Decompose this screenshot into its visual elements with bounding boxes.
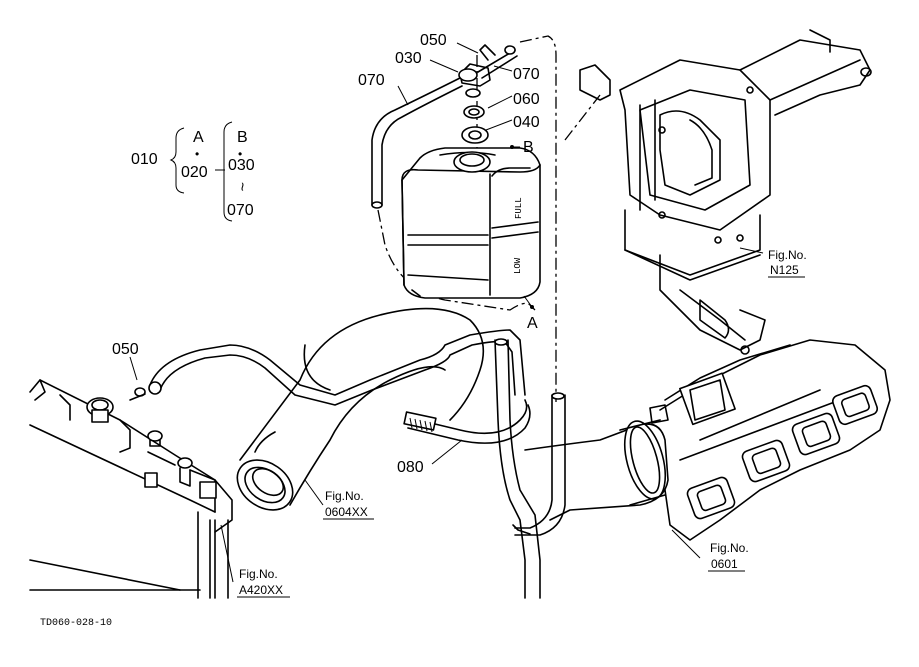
legend-tilde: ~ — [233, 182, 250, 191]
tank-full-mark: FULL — [514, 197, 524, 219]
ref-0601-fig: Fig.No. — [710, 541, 749, 555]
centerline-b — [564, 94, 601, 141]
leader-dot-b — [510, 145, 514, 149]
overflow-hose-cap — [371, 77, 463, 209]
leader-dot-a — [530, 305, 534, 309]
ref-0601-num: 0601 — [711, 557, 738, 571]
exhaust-manifold — [649, 339, 891, 541]
tank-low-mark: LOW — [513, 257, 523, 274]
hose-band — [403, 399, 531, 444]
ref-n125-num: N125 — [770, 263, 799, 277]
callout-070-right: 070 — [513, 66, 540, 83]
callout-b-tank: B — [523, 139, 534, 156]
assembly-legend: 010 A • 020 B • 030 ~ 070 — [131, 121, 255, 222]
callouts: 050 030 070 070 060 040 B A 050 080 — [112, 32, 540, 476]
legend-b: B — [237, 129, 248, 146]
figure-references: Fig.No. N125 Fig.No. 0604XX Fig.No. 0601… — [237, 248, 807, 598]
legend-030: 030 — [228, 157, 255, 174]
legend-070: 070 — [227, 202, 254, 219]
legend-010: 010 — [131, 151, 158, 168]
ref-a420-num: A420XX — [239, 583, 283, 597]
legend-a: A — [193, 129, 204, 146]
legend-dot-1: • — [195, 147, 199, 161]
ref-0604-fig: Fig.No. — [325, 489, 364, 503]
ref-0604-num: 0604XX — [325, 505, 368, 519]
centerline-a — [377, 209, 536, 311]
radiator — [29, 379, 233, 599]
callout-040: 040 — [513, 114, 540, 131]
radiator-hose — [236, 307, 485, 511]
callout-070-left: 070 — [358, 72, 385, 89]
leader-lines — [129, 42, 764, 583]
callout-060: 060 — [513, 91, 540, 108]
callout-050-top: 050 — [420, 32, 447, 49]
ref-a420-fig: Fig.No. — [239, 567, 278, 581]
bracket — [579, 29, 872, 355]
water-outlet-pipe — [524, 419, 669, 521]
tank-cap-stack — [458, 44, 518, 144]
callout-a-tank: A — [527, 315, 538, 332]
centerline-hose-top — [519, 35, 557, 402]
exhaust-port — [686, 384, 879, 520]
legend-020: 020 — [181, 164, 208, 181]
reserve-tank: FULL LOW — [401, 147, 541, 299]
callout-080: 080 — [397, 459, 424, 476]
callout-030: 030 — [395, 50, 422, 67]
legend-dot-2: • — [238, 147, 242, 161]
tank-tube — [494, 338, 566, 599]
callout-050-left: 050 — [112, 341, 139, 358]
drawing-id: TD060-028-10 — [40, 618, 112, 629]
ref-n125-fig: Fig.No. — [768, 248, 807, 262]
